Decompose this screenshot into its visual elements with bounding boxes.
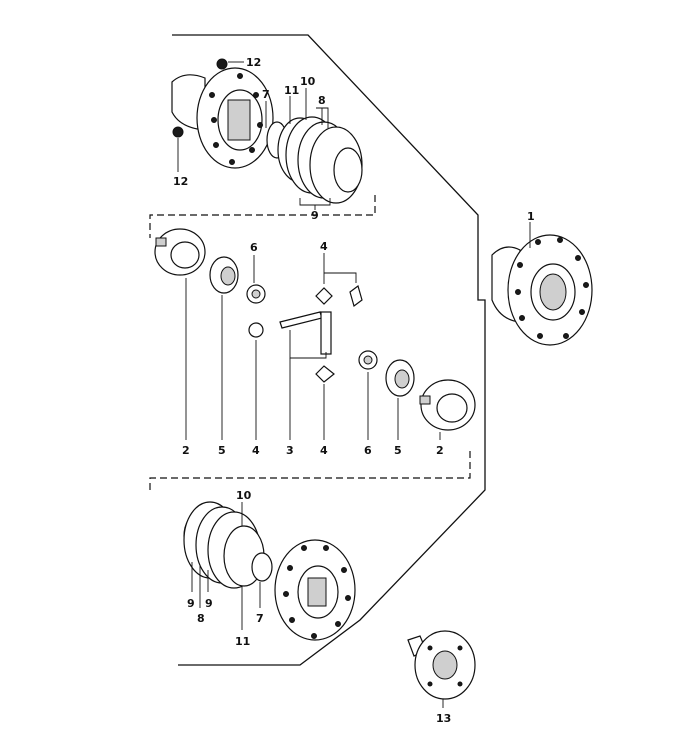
callout-10-lower: 10 (236, 489, 252, 502)
callout-4-top: 4 (320, 240, 328, 253)
callout-11-top: 11 (284, 84, 299, 97)
side-gear-right (385, 359, 415, 440)
callout-9-lower-a: 9 (187, 597, 195, 610)
bolt-12-top (216, 58, 244, 70)
pinion-gear-6-lower (358, 350, 378, 440)
callout-8-lower: 8 (197, 612, 205, 625)
assembly-outline (172, 34, 486, 666)
callout-4-mid: 4 (320, 444, 328, 457)
callout-6-lower: 6 (364, 444, 372, 457)
callout-6-top: 6 (250, 241, 258, 254)
callout-labels: 12 12 7 11 10 8 9 1 6 4 2 5 4 3 4 6 5 2 … (173, 56, 535, 725)
lower-housing-cover (274, 539, 356, 641)
pinion-gear-6-top (246, 255, 266, 304)
callout-10-top: 10 (300, 75, 316, 88)
callout-5-left: 5 (218, 444, 226, 457)
callout-3: 3 (286, 444, 294, 457)
callout-7-top: 7 (262, 88, 270, 101)
callout-2-left: 2 (182, 444, 190, 457)
pinion-gear-4-upper (315, 253, 363, 308)
side-gear-ring-left (154, 228, 206, 440)
callout-12-left: 12 (173, 175, 188, 188)
side-gear-left (209, 256, 239, 440)
callout-1: 1 (527, 210, 535, 223)
dashed-leader-lines (149, 195, 471, 490)
callout-2-right: 2 (436, 444, 444, 457)
callout-9-lower-b: 9 (205, 597, 213, 610)
callout-11-lower: 11 (235, 635, 250, 648)
callout-12-top: 12 (246, 56, 261, 69)
output-flange-13 (407, 630, 476, 708)
complete-differential-housing (491, 222, 593, 346)
callout-13: 13 (436, 712, 451, 725)
upper-clutch-disc-stack (265, 88, 363, 210)
pinion-gear-4-lower (315, 365, 335, 440)
pinion-gear-4-left (248, 322, 264, 440)
callout-4-left: 4 (252, 444, 260, 457)
callout-9-top: 9 (311, 209, 319, 222)
bolt-12-left (172, 126, 184, 172)
cross-shaft-3 (279, 311, 332, 440)
lower-clutch-disc-stack (183, 501, 273, 630)
callout-8-top: 8 (318, 94, 326, 107)
callout-5-right: 5 (394, 444, 402, 457)
upper-housing-cover (171, 67, 274, 169)
callout-7-lower: 7 (256, 612, 264, 625)
side-gear-ring-right (419, 379, 476, 440)
